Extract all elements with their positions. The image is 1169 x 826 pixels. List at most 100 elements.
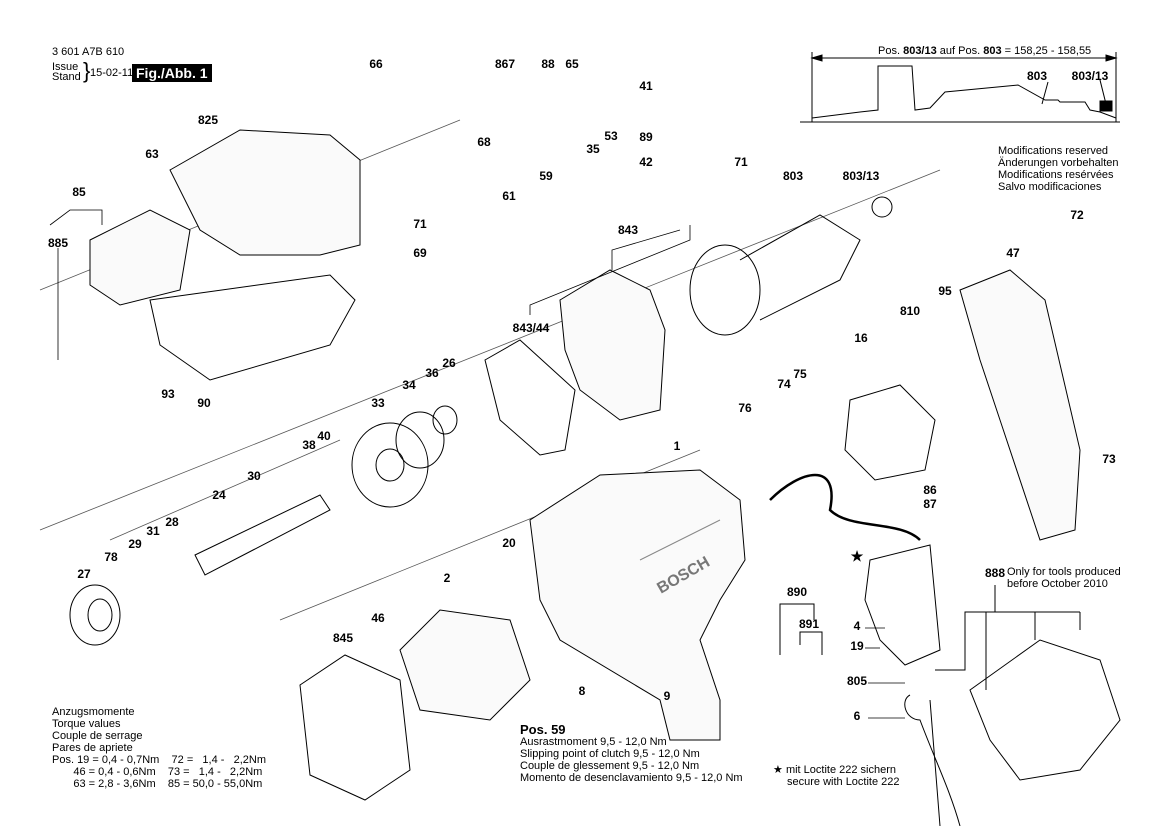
part-label: 843/44 bbox=[512, 321, 550, 335]
cover-90 bbox=[149, 274, 356, 381]
note888-line: before October 2010 bbox=[1007, 578, 1108, 590]
part-label: 59 bbox=[539, 169, 553, 183]
dim-prefix: Pos. bbox=[878, 45, 904, 57]
part-label: 4 bbox=[853, 619, 861, 633]
issue-date: 15-02-11 bbox=[90, 67, 134, 79]
part-label: 9 bbox=[663, 689, 671, 703]
part-label: 61 bbox=[502, 189, 516, 203]
modifications-note: Modifications reserved Änderungen vorbeh… bbox=[998, 145, 1118, 193]
torque-row: 63 = 2,8 - 3,6Nm 85 = 50,0 - 55,0Nm bbox=[52, 778, 263, 790]
handle-47 bbox=[959, 269, 1081, 541]
part-label: 845 bbox=[332, 631, 354, 645]
loctite-note: ★ mit Loctite 222 sichern secure with Lo… bbox=[773, 764, 900, 788]
switch-4 bbox=[864, 544, 941, 666]
part-label: 46 bbox=[371, 611, 385, 625]
mod-line: Modifications reserved bbox=[998, 145, 1109, 157]
part-number: 3 601 A7B 610 bbox=[52, 46, 125, 58]
part-label: 65 bbox=[565, 57, 579, 71]
issue-stand-labels: Issue Stand bbox=[52, 62, 81, 83]
part-label: 867 bbox=[494, 57, 516, 71]
part-label: 75 bbox=[793, 367, 807, 381]
part-label: 88 bbox=[541, 57, 555, 71]
pos59-line: Ausrastmoment 9,5 - 12,0 Nm bbox=[520, 736, 667, 748]
part-label: 53 bbox=[604, 129, 618, 143]
note-888: Only for tools produced before October 2… bbox=[1007, 566, 1121, 590]
part-label: 42 bbox=[639, 155, 653, 169]
part-label: 73 bbox=[1102, 452, 1116, 466]
mod-line: Salvo modificaciones bbox=[998, 181, 1102, 193]
part-label: 35 bbox=[586, 142, 600, 156]
mod-line: Änderungen vorbehalten bbox=[998, 157, 1119, 169]
housing-part-1 bbox=[529, 469, 746, 741]
torque-values: Anzugsmomente Torque values Couple de se… bbox=[52, 706, 266, 790]
mod-line: Modifications resérvées bbox=[998, 169, 1114, 181]
torque-row: 46 = 0,4 - 0,6Nm 73 = 1,4 - 2,2Nm bbox=[52, 766, 263, 778]
part-label: 93 bbox=[161, 387, 175, 401]
part-label: 16 bbox=[854, 331, 868, 345]
part-label: 29 bbox=[128, 537, 142, 551]
armature-dimension-drawing bbox=[800, 52, 1120, 123]
part-label: 41 bbox=[639, 79, 653, 93]
frame-843-44 bbox=[484, 339, 576, 456]
part-label: 36 bbox=[425, 366, 439, 380]
part-label: 90 bbox=[197, 396, 211, 410]
part-label: 27 bbox=[77, 567, 91, 581]
part-label-888: 888 bbox=[984, 566, 1006, 580]
baffle-845 bbox=[299, 654, 411, 801]
part-label: 76 bbox=[738, 401, 752, 415]
part-label: 72 bbox=[1070, 208, 1084, 222]
part-label: 66 bbox=[369, 57, 383, 71]
part-label: 891 bbox=[798, 617, 820, 631]
part-label: 19 bbox=[850, 639, 864, 653]
part-label: 1 bbox=[673, 439, 681, 453]
part-label: 24 bbox=[212, 488, 226, 502]
part-label: 31 bbox=[146, 524, 160, 538]
torque-title: Anzugsmomente bbox=[52, 706, 135, 718]
spindle-24 bbox=[194, 494, 331, 576]
dim-pos-b: 803 bbox=[983, 45, 1002, 57]
bearing-27 bbox=[69, 584, 121, 646]
dim-callout-803: 803 bbox=[1026, 69, 1048, 83]
drill-body-825 bbox=[169, 129, 361, 256]
gears-33-34 bbox=[351, 405, 458, 508]
loctite-line: mit Loctite 222 sichern bbox=[785, 764, 896, 776]
part-label: 68 bbox=[477, 135, 491, 149]
armature-803 bbox=[689, 196, 893, 336]
part-label: 33 bbox=[371, 396, 385, 410]
cord-sleeve-6 bbox=[904, 694, 961, 826]
gear-housing-888 bbox=[969, 639, 1121, 781]
part-label: 34 bbox=[402, 378, 416, 392]
part-label: 74 bbox=[777, 377, 791, 391]
dim-callout-803-13: 803/13 bbox=[1071, 69, 1109, 83]
part-label: 89 bbox=[639, 130, 653, 144]
dim-pos-a: 803/13 bbox=[903, 45, 937, 57]
dimension-note: Pos. 803/13 auf Pos. 803 = 158,25 - 158,… bbox=[878, 45, 1091, 57]
part-label: 843 bbox=[617, 223, 639, 237]
part-label: 885 bbox=[47, 236, 69, 250]
pos59-line: Couple de glessement 9,5 - 12,0 Nm bbox=[520, 760, 700, 772]
dim-middle: auf Pos. bbox=[936, 45, 984, 57]
chuck-85 bbox=[89, 209, 191, 306]
part-label: 71 bbox=[734, 155, 748, 169]
part-label: 30 bbox=[247, 469, 261, 483]
pos59-line: Slipping point of clutch 9,5 - 12,0 Nm bbox=[520, 748, 700, 760]
note888-line: Only for tools produced bbox=[1007, 566, 1121, 578]
brush-holder-16 bbox=[844, 384, 936, 481]
callout-888-lines bbox=[935, 585, 1081, 690]
stand-label: Stand bbox=[52, 71, 81, 83]
part-label: 63 bbox=[145, 147, 159, 161]
callout-890-891 bbox=[779, 603, 823, 655]
part-label: 805 bbox=[846, 674, 868, 688]
part-label: 803 bbox=[782, 169, 804, 183]
part-label: 95 bbox=[938, 284, 952, 298]
torque-row: Pos. 19 = 0,4 - 0,7Nm 72 = 1,4 - 2,2Nm bbox=[52, 754, 266, 766]
part-label: 2 bbox=[443, 571, 451, 585]
part-label: 810 bbox=[899, 304, 921, 318]
torque-title: Couple de serrage bbox=[52, 730, 143, 742]
part-label: 78 bbox=[104, 550, 118, 564]
part-label: 890 bbox=[786, 585, 808, 599]
brace: } bbox=[83, 58, 91, 83]
part-label: 47 bbox=[1006, 246, 1020, 260]
torque-title: Torque values bbox=[52, 718, 121, 730]
